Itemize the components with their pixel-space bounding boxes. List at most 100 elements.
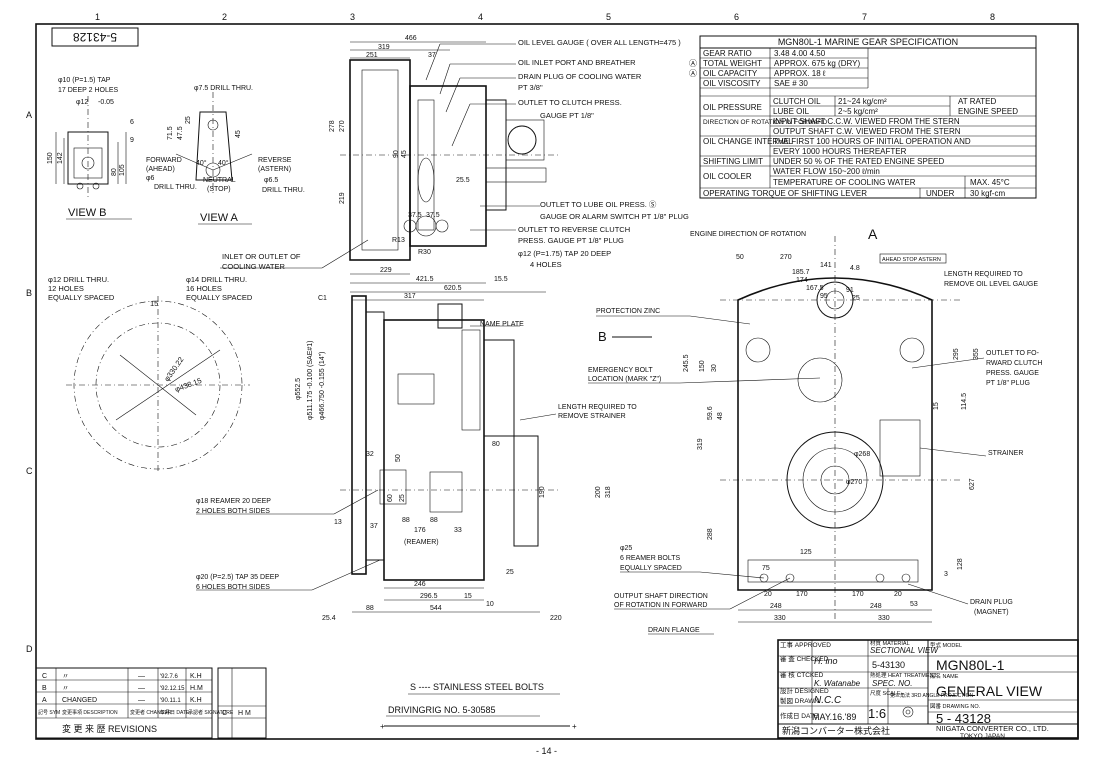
rev-hdr-sig: 承認者 SIGNATURE xyxy=(188,709,234,716)
view-b-dim-150: 150 xyxy=(47,152,54,164)
side-dim-254: 25.4 xyxy=(322,615,336,622)
side-dim-10: 10 xyxy=(486,601,494,608)
top-dim-375b: 37.5 xyxy=(426,212,440,219)
top-dim-4215: 421.5 xyxy=(416,276,434,283)
top-dim-278: 278 xyxy=(329,120,336,132)
side-name-plate: NAME PLATE xyxy=(480,321,524,328)
rear-dim-330a: 330 xyxy=(774,615,786,622)
tb-company-city: TOKYO JAPAN xyxy=(960,733,1005,740)
side-dim-88a: 88 xyxy=(402,517,410,524)
rev-hdr-sym: 記号 SYM xyxy=(38,709,60,716)
rear-dim-50: 50 xyxy=(736,254,744,261)
flange-note2-2: 16 HOLES xyxy=(186,284,222,293)
spec-cooler-2: TEMPERATURE OF COOLING WATER xyxy=(773,178,916,187)
rear-drain-plug-2: (MAGNET) xyxy=(974,609,1009,616)
top-dim-219: 219 xyxy=(339,192,346,204)
callout-cooling-water: COOLING WATER xyxy=(222,262,286,271)
view-a-ahead: (AHEAD) xyxy=(146,166,175,173)
spec-oil-change-2: EVERY 1000 HOURS THEREAFTER xyxy=(773,147,907,156)
view-a-reverse: REVERSE xyxy=(258,157,292,164)
rear-dim-170b: 170 xyxy=(852,591,864,598)
view-a-angle-1: 40° xyxy=(196,159,207,167)
rear-dim-48: 4.8 xyxy=(850,265,860,272)
side-dim-c1: C1 xyxy=(318,295,327,302)
rear-dim-1857: 185.7 xyxy=(792,269,810,276)
rear-fwd-clutch-1: OUTLET TO FO- xyxy=(986,350,1040,357)
spec-viscosity-label: OIL VISCOSITY xyxy=(703,79,761,88)
tb-date-label: 作成日 DATE xyxy=(780,711,819,720)
callout-oil-inlet: OIL INLET PORT AND BREATHER xyxy=(518,58,636,67)
rear-emergency-2: LOCATION (MARK "Z") xyxy=(588,376,661,383)
rev-b-sig: H.M xyxy=(190,685,203,692)
tb-model-label: 型式 MODEL xyxy=(930,641,962,649)
view-b-dim-105: 105 xyxy=(119,164,126,176)
top-dim-37: 37 xyxy=(428,52,436,59)
top-dim-375a: 37.5 xyxy=(408,212,422,219)
rev-a-changer: — xyxy=(138,697,145,704)
rear-dim-627: 627 xyxy=(969,478,976,490)
side-dim-25: 25 xyxy=(399,494,406,502)
tb-material-label: 材質 MATERIAL xyxy=(870,639,910,647)
bottom-notes: S ---- STAINLESS STEEL BOLTS DRIVINGRIG … xyxy=(380,682,577,756)
tb-scale-label: 尺度 SCALE xyxy=(870,689,901,697)
view-b-note-2: 17 DEEP 2 HOLES xyxy=(58,87,119,94)
tb-checked: 審 査 CHECKED xyxy=(780,654,829,663)
rev-hdr-desc: 変更事項 DESCRIPTION xyxy=(62,709,118,716)
side-reamer: (REAMER) xyxy=(404,539,439,546)
side-dim-88c: 88 xyxy=(366,605,374,612)
top-dim-255: 25.5 xyxy=(456,177,470,184)
rear-dim-150: 150 xyxy=(699,360,706,372)
view-a-drill-thru-3: DRILL THRU. xyxy=(262,187,305,194)
view-b-note-3: φ12 xyxy=(76,99,88,106)
rear-dim-2455: 245.5 xyxy=(683,354,690,372)
rear-dim-128: 128 xyxy=(957,558,964,570)
view-a-astern: (ASTERN) xyxy=(258,166,291,173)
view-a-stop: (STOP) xyxy=(207,186,231,193)
side-dim-220: 220 xyxy=(550,615,562,622)
rear-dim-288: 288 xyxy=(707,528,714,540)
spec-cooler-label: OIL COOLER xyxy=(703,172,752,181)
drawing-number-stamp-box xyxy=(51,27,139,47)
rear-drain-plug-1: DRAIN PLUG xyxy=(970,599,1013,606)
rev-a-desc: CHANGED xyxy=(62,697,97,704)
spec-clutch-oil-value: 21~24 kg/cm² xyxy=(838,97,887,106)
callout-alarm-switch: GAUGE OR ALARM SWITCH PT 1/8" PLUG xyxy=(540,212,689,221)
rear-dim-125: 125 xyxy=(800,549,812,556)
side-dim-15: 15 xyxy=(464,593,472,600)
tb-scale-value: 1:6 xyxy=(868,706,886,721)
spec-lube-oil-value: 2~5 kg/cm² xyxy=(838,107,878,116)
view-a-drawing: φ7.5 DRILL THRU. FORWARD (AHEAD) φ6 DRIL… xyxy=(146,85,305,225)
side-dim-13: 13 xyxy=(334,519,342,526)
view-b-note-1: φ10 (P=1.5) TAP xyxy=(58,77,111,84)
callout-drain-plug-cooling: DRAIN PLUG OF COOLING WATER xyxy=(518,72,642,81)
rear-dim-248b: 248 xyxy=(870,603,882,610)
tb-model-value: MGN80L-1 xyxy=(936,657,1005,673)
row-d: D xyxy=(26,644,33,654)
rear-dim-319: 319 xyxy=(697,438,704,450)
spec-weight-label: TOTAL WEIGHT xyxy=(703,59,762,68)
tb-company-en: NIIGATA CONVERTER CO., LTD. xyxy=(936,724,1049,733)
col-5: 5 xyxy=(606,12,611,22)
tb-designed: 設計 DESIGNED xyxy=(780,686,829,695)
side-dim-466: φ466.750 -0.155 (14") xyxy=(319,351,326,420)
side-dim-25b: 25 xyxy=(506,569,514,576)
spec-title: MGN80L-1 MARINE GEAR SPECIFICATION xyxy=(778,37,958,47)
view-a-drill-thru-2: DRILL THRU. xyxy=(154,184,197,191)
view-b-dim-6: 6 xyxy=(130,119,134,126)
rear-reamer-bolts-1: 6 REAMER BOLTS xyxy=(620,555,680,562)
rev-c-desc: 〃 xyxy=(62,673,69,680)
rev-hdr-changer: 変更者 CHANGER xyxy=(130,709,172,716)
rear-engine-direction: ENGINE DIRECTION OF ROTATION xyxy=(690,231,806,238)
rear-strainer: STRAINER xyxy=(988,450,1023,457)
rear-output-dir-1: OUTPUT SHAFT DIRECTION xyxy=(614,593,708,600)
rear-dim-1145: 114.5 xyxy=(961,393,968,410)
rear-emergency-1: EMERGENCY BOLT xyxy=(588,367,653,374)
side-dim-511: φ511.175 -0.100 (SAE#1) xyxy=(307,340,314,420)
rear-arrow-b: B xyxy=(598,329,607,344)
view-a-phi65: φ6.5 xyxy=(264,177,278,184)
rear-oil-level-2: REMOVE OIL LEVEL GAUGE xyxy=(944,281,1038,288)
spec-viscosity-value: SAE # 30 xyxy=(774,79,808,88)
tb-drawing-no-value: 5 - 43128 xyxy=(936,711,991,726)
spec-rotation-label: DIRECTION OF ROTATION IN FORWARD xyxy=(703,119,828,126)
